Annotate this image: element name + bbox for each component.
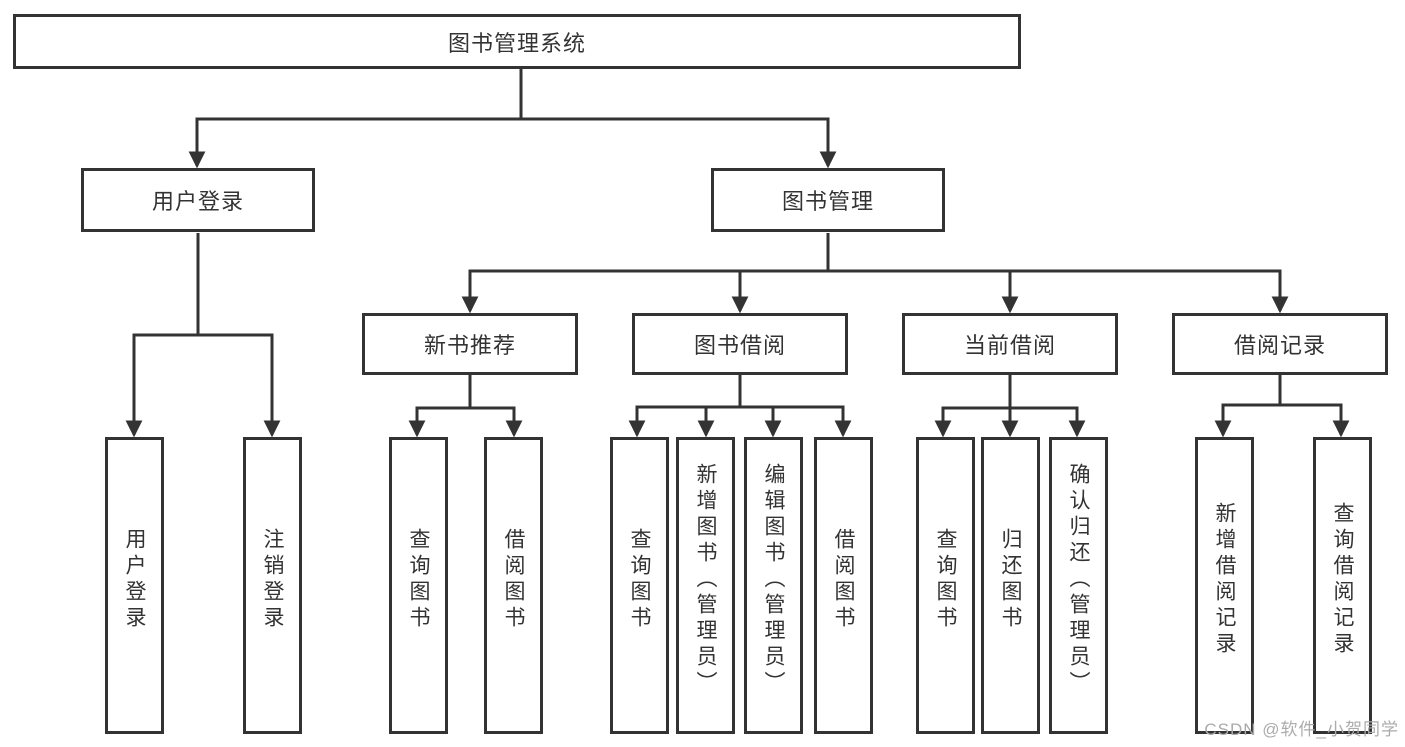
leaf-add-borrow-record: 新增借阅记录	[1195, 437, 1254, 734]
node-label: 注销登录	[261, 527, 284, 632]
node-label: 归还图书	[999, 527, 1022, 632]
node-label: 确认归还（管理员）	[1067, 462, 1090, 697]
node-user-login: 用户登录	[81, 168, 315, 232]
node-label: 用户登录	[123, 527, 146, 632]
leaf-query-books-3: 查询图书	[916, 437, 975, 734]
node-label: 查询借阅记录	[1331, 501, 1354, 658]
node-label: 用户登录	[151, 189, 244, 214]
node-new-book-recommend: 新书推荐	[362, 313, 578, 375]
node-root-system: 图书管理系统	[13, 14, 1021, 69]
leaf-confirm-return-admin: 确认归还（管理员）	[1049, 437, 1108, 734]
leaf-query-books-2: 查询图书	[610, 437, 669, 734]
node-current-borrowing: 当前借阅	[902, 313, 1118, 375]
node-label: 查询图书	[407, 527, 430, 632]
node-book-management: 图书管理	[711, 168, 945, 232]
leaf-edit-books-admin: 编辑图书（管理员）	[744, 437, 803, 734]
node-book-borrowing: 图书借阅	[632, 313, 848, 375]
node-label: 当前借阅	[963, 333, 1056, 358]
leaf-query-books-1: 查询图书	[389, 437, 448, 734]
node-label: 借阅图书	[832, 527, 855, 632]
node-label: 新增图书（管理员）	[694, 462, 717, 697]
node-label: 图书管理系统	[447, 30, 586, 56]
leaf-user-login: 用户登录	[105, 437, 164, 734]
leaf-return-books: 归还图书	[981, 437, 1040, 734]
node-label: 图书借阅	[693, 333, 786, 358]
node-label: 借阅记录	[1233, 333, 1326, 358]
leaf-query-borrow-record: 查询借阅记录	[1313, 437, 1372, 734]
leaf-add-books-admin: 新增图书（管理员）	[676, 437, 735, 734]
node-label: 新书推荐	[423, 333, 516, 358]
node-label: 查询图书	[628, 527, 651, 632]
node-label: 查询图书	[934, 527, 957, 632]
leaf-logout: 注销登录	[243, 437, 302, 734]
leaf-borrow-books-1: 借阅图书	[484, 437, 543, 734]
node-borrowing-records: 借阅记录	[1172, 313, 1388, 375]
node-label: 新增借阅记录	[1213, 501, 1236, 658]
node-label: 编辑图书（管理员）	[762, 462, 785, 697]
leaf-borrow-books-2: 借阅图书	[814, 437, 873, 734]
csdn-watermark: CSDN @软件_小贺同学	[1204, 720, 1399, 739]
node-label: 图书管理	[781, 189, 874, 214]
node-label: 借阅图书	[502, 527, 525, 632]
